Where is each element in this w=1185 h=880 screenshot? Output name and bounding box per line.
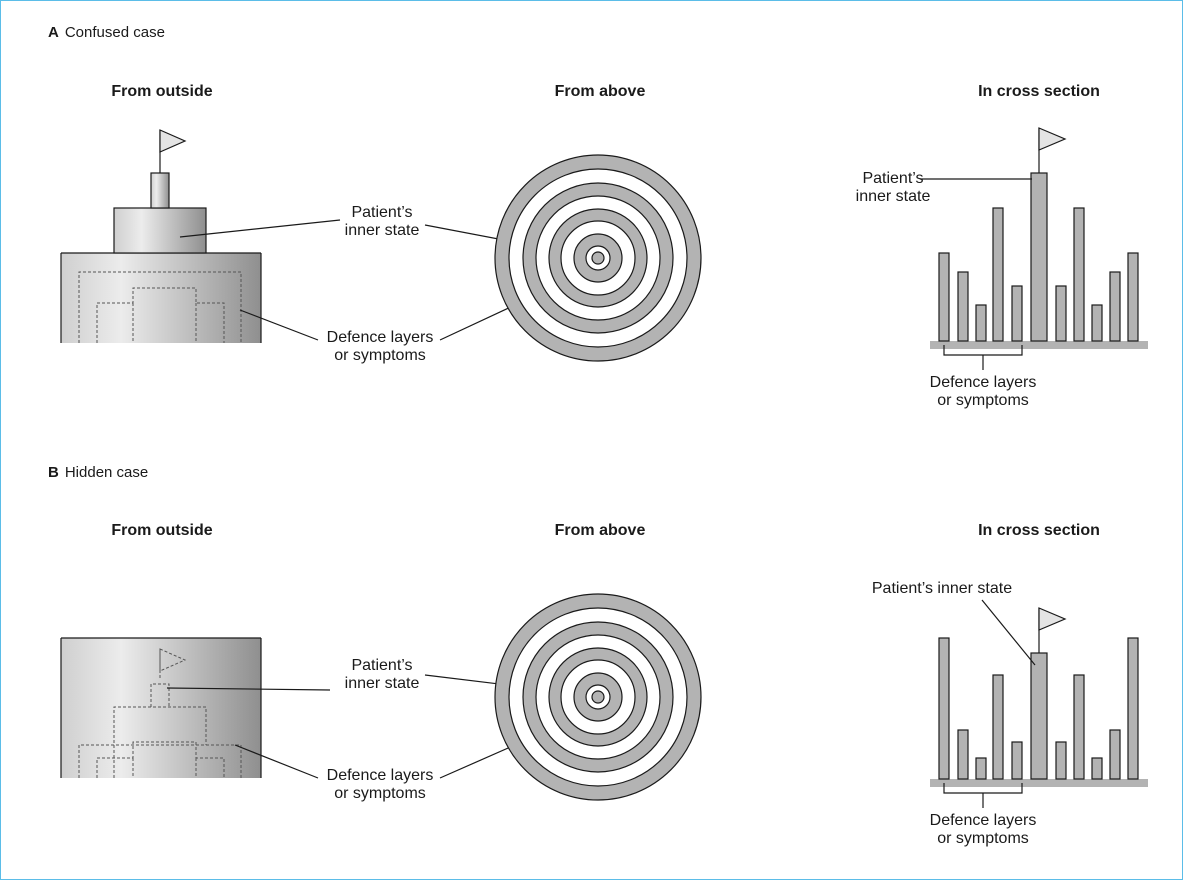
- defence-label-line1: Defence layers: [326, 329, 434, 346]
- inner-label-line1: Patient’s: [351, 204, 413, 221]
- cross-bar: [1091, 304, 1103, 342]
- panel-a-header-above: From above: [554, 83, 646, 100]
- cross-bar: [1073, 207, 1085, 342]
- cross-defence-label-line2: or symptoms: [937, 392, 1029, 409]
- flag: [1038, 127, 1067, 151]
- cross-bar: [938, 637, 950, 780]
- panel-a-inner-label: Patient’s inner state: [345, 204, 420, 240]
- cross-bar: [1127, 637, 1139, 780]
- panel-b-header-outside: From outside: [111, 522, 213, 539]
- cross-bar: [1011, 741, 1023, 780]
- cross-bar: [938, 252, 950, 342]
- b-defence-label-line2: or symptoms: [334, 785, 426, 802]
- castle-a: [60, 129, 262, 343]
- cross-inner-label-line1: Patient’s: [862, 170, 924, 187]
- panel-b-heading: B Hidden case: [48, 464, 148, 481]
- rings-a: [494, 154, 702, 362]
- panel-b-header-above: From above: [554, 522, 646, 539]
- b-cross-defence-label-line1: Defence layers: [929, 812, 1037, 829]
- b-defence-label-line1: Defence layers: [326, 767, 434, 784]
- panel-b-header-cross: In cross section: [978, 522, 1100, 539]
- cross-bar: [1055, 741, 1067, 780]
- panel-a-title: Confused case: [64, 24, 165, 41]
- cross-bar: [1091, 757, 1103, 780]
- panel-b-letter: B: [48, 464, 59, 481]
- panel-a-letter: A: [48, 24, 59, 41]
- cross-inner-label-line2: inner state: [855, 188, 931, 205]
- ring-core: [591, 690, 605, 704]
- cross-bar: [975, 304, 987, 342]
- flag: [1038, 607, 1067, 631]
- cross-section-a: [930, 127, 1148, 349]
- cross-section-b: [930, 607, 1148, 787]
- panel-a-defence-label: Defence layers or symptoms: [327, 329, 434, 365]
- cross-bar: [1109, 729, 1121, 780]
- ring-core: [591, 251, 605, 265]
- defence-label-line2: or symptoms: [334, 347, 426, 364]
- cross-bar: [1073, 674, 1085, 780]
- panel-a-heading: A Confused case: [48, 24, 165, 41]
- panel-b-title: Hidden case: [64, 464, 149, 481]
- castle-b: [60, 637, 262, 778]
- panel-a-header-outside: From outside: [111, 83, 213, 100]
- b-inner-label-line1: Patient’s: [351, 657, 413, 674]
- panel-a-cross-inner-label: Patient’s inner state: [856, 170, 931, 206]
- inner-label-line2: inner state: [344, 222, 420, 239]
- panel-b-cross-defence-label: Defence layers or symptoms: [930, 812, 1037, 848]
- b-inner-label-line2: inner state: [344, 675, 420, 692]
- cross-bar: [1030, 652, 1048, 780]
- cross-bar: [1127, 252, 1139, 342]
- cross-bar: [1011, 285, 1023, 342]
- cross-bar: [1055, 285, 1067, 342]
- cross-bar: [1030, 172, 1048, 342]
- cross-bar: [1109, 271, 1121, 342]
- cross-base: [930, 341, 1148, 349]
- cross-base: [930, 779, 1148, 787]
- cross-defence-label-line1: Defence layers: [929, 374, 1037, 391]
- cross-bar: [992, 207, 1004, 342]
- panel-a-cross-defence-label: Defence layers or symptoms: [930, 374, 1037, 410]
- panel-a-header-cross: In cross section: [978, 83, 1100, 100]
- b-cross-defence-label-line2: or symptoms: [937, 830, 1029, 847]
- cross-bar: [975, 757, 987, 780]
- cross-bar: [957, 729, 969, 780]
- cross-bar: [957, 271, 969, 342]
- panel-b-defence-label: Defence layers or symptoms: [327, 767, 434, 803]
- cross-bar: [992, 674, 1004, 780]
- panel-b-inner-label: Patient’s inner state: [345, 657, 420, 693]
- rings-b: [494, 593, 702, 801]
- panel-b-cross-inner-label: Patient’s inner state: [871, 580, 1013, 597]
